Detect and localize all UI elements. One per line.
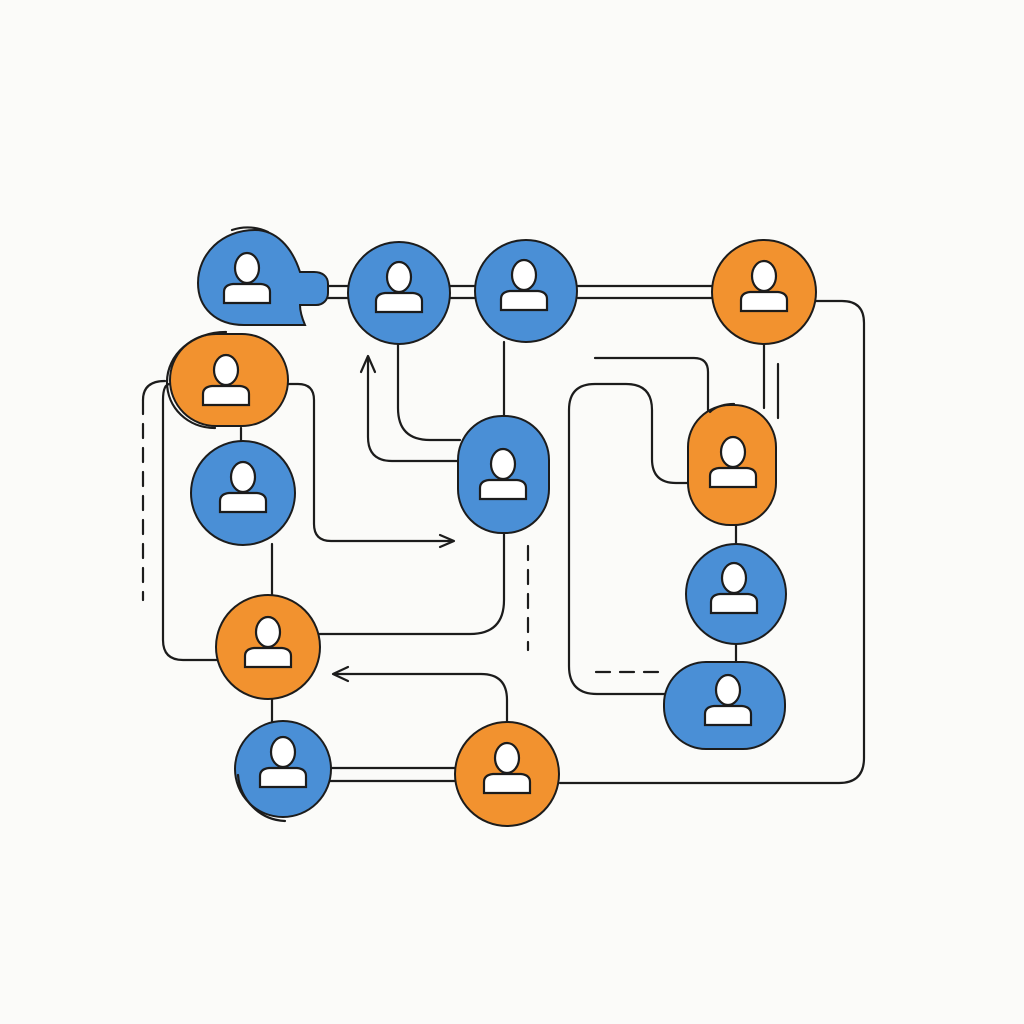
node-n8[interactable] bbox=[687, 402, 777, 526]
node-n5[interactable] bbox=[165, 330, 289, 430]
node-n4[interactable] bbox=[711, 239, 817, 345]
person-icon bbox=[218, 460, 268, 514]
speech-bubble-shape bbox=[196, 228, 329, 326]
connector-left-curve bbox=[141, 379, 167, 402]
person-icon bbox=[703, 673, 753, 727]
connector-n5-n7-arrow bbox=[286, 382, 454, 543]
person-icon bbox=[739, 259, 789, 313]
node-n3[interactable] bbox=[474, 239, 578, 343]
arrowhead-left bbox=[331, 665, 350, 683]
connector-inner-to-n8 bbox=[567, 382, 710, 696]
person-icon bbox=[374, 260, 424, 314]
node-outline-arc bbox=[708, 402, 736, 414]
node-n12[interactable] bbox=[234, 720, 332, 823]
person-icon bbox=[499, 258, 549, 312]
node-n13[interactable] bbox=[454, 721, 560, 827]
node-outline-arc bbox=[165, 330, 228, 430]
node-outline-arc bbox=[236, 773, 287, 823]
connector-n7-n10 bbox=[316, 530, 506, 636]
arrowhead-right bbox=[438, 533, 456, 549]
person-icon bbox=[478, 447, 528, 501]
node-n7[interactable] bbox=[457, 415, 550, 534]
person-icon bbox=[258, 735, 308, 789]
person-icon bbox=[482, 741, 532, 795]
arrowhead-up bbox=[359, 354, 377, 374]
person-icon bbox=[708, 435, 758, 489]
connector-n4-n13 bbox=[558, 299, 866, 785]
connector-n13-n10-arrow bbox=[334, 672, 509, 724]
connector-inner-top bbox=[593, 356, 710, 412]
person-icon bbox=[709, 561, 759, 615]
node-n9[interactable] bbox=[685, 543, 787, 645]
node-n6[interactable] bbox=[190, 440, 296, 546]
person-icon bbox=[201, 353, 251, 407]
connector-n7-n2-arrow bbox=[366, 358, 462, 463]
node-n2[interactable] bbox=[347, 241, 451, 345]
connector-n2-n7 bbox=[396, 343, 462, 442]
node-n1[interactable] bbox=[196, 226, 329, 326]
person-icon bbox=[243, 615, 293, 669]
person-icon bbox=[222, 251, 272, 305]
speech-bubble-arc bbox=[230, 226, 270, 234]
node-n10[interactable] bbox=[215, 594, 321, 700]
node-n11[interactable] bbox=[663, 661, 786, 750]
